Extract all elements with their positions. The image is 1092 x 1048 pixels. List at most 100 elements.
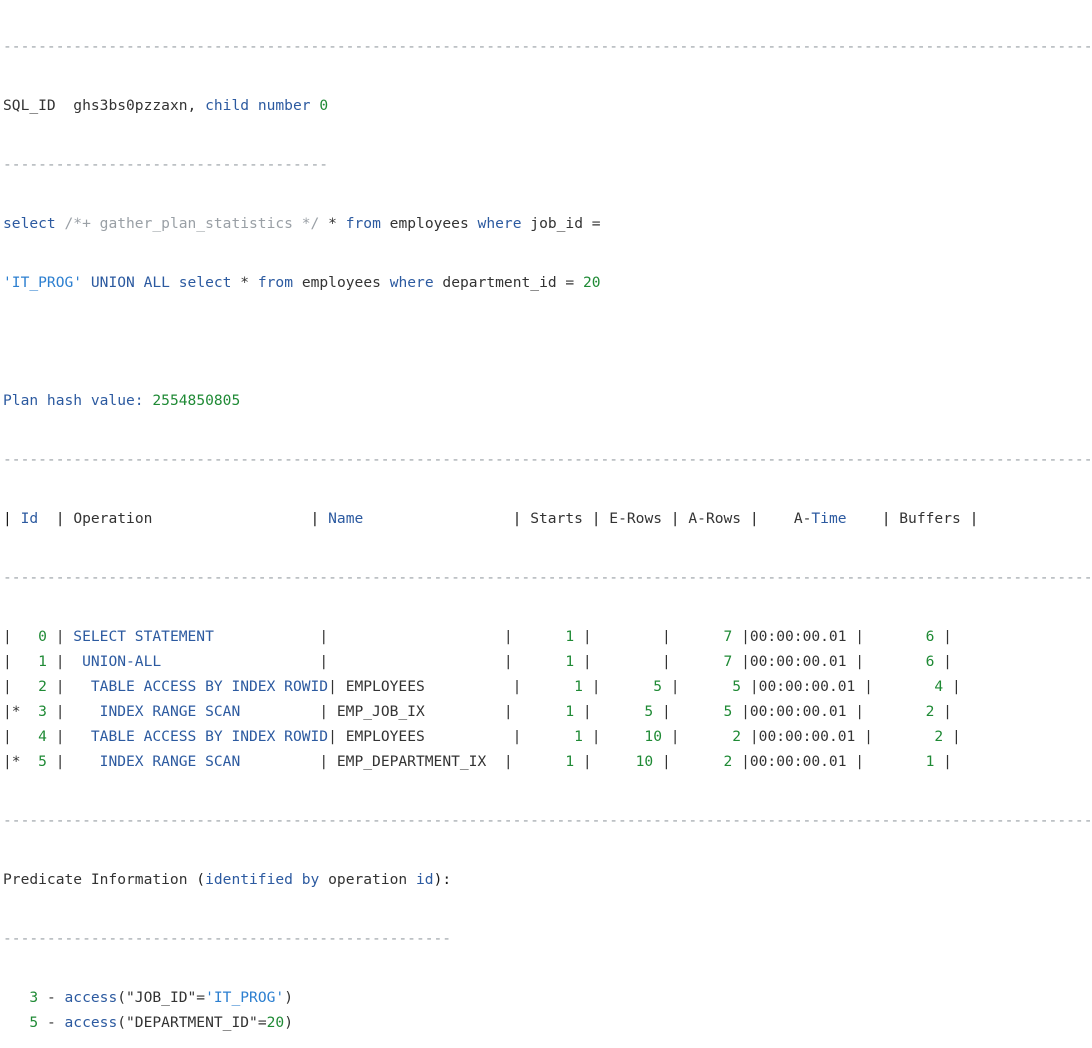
string-literal: 'IT_PROG' [3, 274, 83, 291]
kw-from: from [345, 215, 381, 232]
col-name: Name [328, 510, 364, 527]
sep: | [328, 678, 346, 695]
sql-line-2: 'IT_PROG' UNION ALL select * from employ… [3, 270, 1092, 295]
sep: | [495, 628, 522, 645]
sep: | [503, 728, 531, 745]
sep: | [741, 728, 759, 745]
row-atime: 00:00:00.01 [749, 628, 847, 645]
row-arows: 5 [679, 703, 733, 720]
predicate-fn: access [64, 1014, 118, 1031]
col-arows: A-Rows [688, 510, 742, 527]
row-operation: SELECT STATEMENT [73, 628, 320, 645]
row-mark: | [3, 653, 30, 670]
row-mark: | [3, 728, 30, 745]
row-mark: |* [3, 703, 30, 720]
row-erows: 5 [600, 703, 654, 720]
table-name: employees [389, 215, 469, 232]
sep: | [574, 653, 601, 670]
sep: | [934, 703, 952, 720]
row-starts: 1 [521, 628, 575, 645]
dash: - [38, 1014, 65, 1031]
predicate-list: 3 - access("JOB_ID"='IT_PROG') 5 - acces… [3, 985, 1092, 1035]
sep: | [495, 703, 522, 720]
row-operation: INDEX RANGE SCAN [73, 703, 320, 720]
sep: | [846, 753, 873, 770]
predicate-string: 'IT_PROG' [205, 989, 285, 1006]
row-buffers: 6 [872, 653, 935, 670]
separator-predicate: ----------------------------------------… [3, 930, 452, 947]
sql-id-label: SQL_ID [3, 97, 56, 114]
row-name: EMP_JOB_IX [336, 703, 496, 720]
col-id: Id [20, 510, 39, 527]
sep: | [574, 703, 601, 720]
col-starts: Starts [530, 510, 583, 527]
row-id: 0 [29, 628, 47, 645]
table-header: | Id | Operation | Name | Starts | E-Row… [3, 510, 979, 527]
row-id: 4 [29, 728, 47, 745]
sep: | [46, 678, 74, 695]
row-buffers: 2 [872, 703, 935, 720]
row-name [337, 653, 495, 670]
sep: | [732, 653, 750, 670]
row-erows [600, 653, 653, 670]
row-atime: 00:00:00.01 [758, 678, 856, 695]
star: * [328, 215, 337, 232]
predicate-title: Predicate Information (identified by ope… [3, 871, 452, 888]
predicate-kw-identified-by: identified by [205, 871, 320, 888]
separator-top: ----------------------------------------… [3, 38, 1092, 55]
predicate-arg: ("JOB_ID"= [117, 989, 206, 1006]
table-name: employees [301, 274, 381, 291]
row-mark: | [3, 628, 30, 645]
predicate-item: 5 - access("DEPARTMENT_ID"=20) [3, 1010, 1092, 1035]
indent [3, 989, 29, 1006]
sep: | [582, 678, 610, 695]
column-expr: department_id = [442, 274, 575, 291]
row-id: 5 [29, 753, 47, 770]
sep: | [574, 628, 601, 645]
sql-id-line: SQL_ID ghs3bs0pzzaxn, child number 0 [3, 93, 1092, 118]
row-name [337, 628, 495, 645]
row-operation: TABLE ACCESS BY INDEX ROWID [73, 728, 329, 745]
row-erows [600, 628, 653, 645]
row-name: EMPLOYEES [345, 678, 504, 695]
sql-line-1: select /*+ gather_plan_statistics */ * f… [3, 211, 1092, 236]
kw-from: from [257, 274, 294, 291]
col-atime-a: A- [793, 510, 812, 527]
predicate-arg: ("DEPARTMENT_ID"= [117, 1014, 267, 1031]
row-arows: 7 [679, 653, 733, 670]
row-mark: |* [3, 753, 30, 770]
sep: | [574, 753, 601, 770]
sep: | [653, 628, 680, 645]
child-label: child number [205, 97, 311, 114]
predicate-close: ) [284, 989, 293, 1006]
sep: | [46, 628, 74, 645]
row-id: 1 [29, 653, 47, 670]
kw-union-all: UNION ALL [90, 274, 170, 291]
row-erows: 5 [609, 678, 662, 695]
col-atime-b: Time [811, 510, 847, 527]
star: * [240, 274, 250, 291]
row-atime: 00:00:00.01 [749, 653, 847, 670]
sep: | [662, 728, 689, 745]
sep: | [495, 753, 522, 770]
row-name: EMP_DEPARTMENT_IX [336, 753, 496, 770]
table-row: |* 5 | INDEX RANGE SCAN | EMP_DEPARTMENT… [3, 749, 1092, 774]
sep: | [934, 653, 952, 670]
predicate-item: 3 - access("JOB_ID"='IT_PROG') [3, 985, 1092, 1010]
row-buffers: 6 [872, 628, 935, 645]
predicate-operation: operation [328, 871, 408, 888]
table-row: | 2 | TABLE ACCESS BY INDEX ROWID| EMPLO… [3, 674, 1092, 699]
row-atime: 00:00:00.01 [749, 753, 847, 770]
plan-output: ----------------------------------------… [3, 0, 1092, 1048]
separator-short: ------------------------------------- [3, 156, 329, 173]
row-arows: 2 [688, 728, 742, 745]
sep: | [732, 703, 750, 720]
separator-table-top: ----------------------------------------… [3, 451, 1092, 468]
kw-where: where [477, 215, 522, 232]
plan-hash-value: 2554850805 [152, 392, 241, 409]
sep: | [319, 653, 337, 670]
row-operation: TABLE ACCESS BY INDEX ROWID [73, 678, 329, 695]
row-atime: 00:00:00.01 [749, 703, 847, 720]
sep: | [741, 678, 759, 695]
row-buffers: 4 [881, 678, 944, 695]
